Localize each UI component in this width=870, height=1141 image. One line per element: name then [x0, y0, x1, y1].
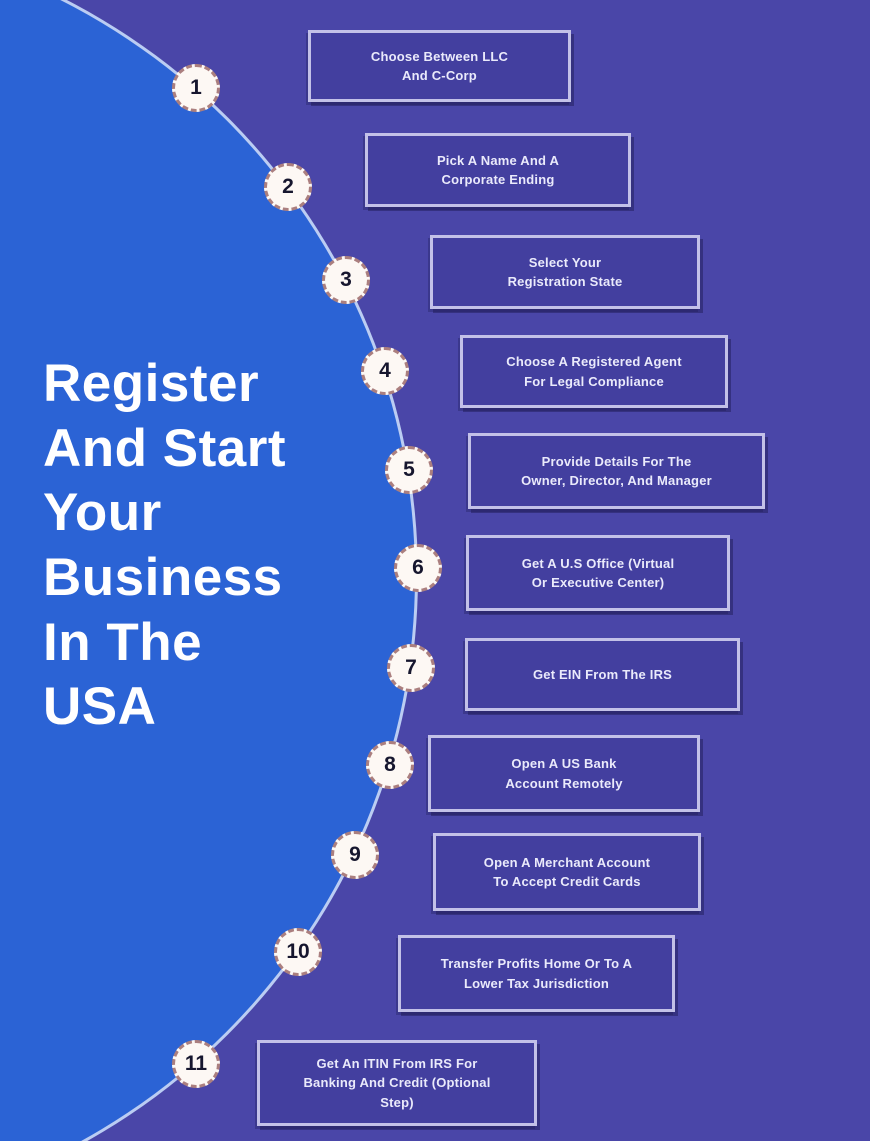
- step-marker-7: 7: [387, 644, 435, 692]
- step-label-1: Choose Between LLC And C-Corp: [370, 48, 509, 84]
- step-box-8: Open A US Bank Account Remotely: [428, 735, 700, 812]
- step-marker-9: 9: [331, 831, 379, 879]
- step-marker-4: 4: [361, 347, 409, 395]
- step-box-1: Choose Between LLC And C-Corp: [308, 30, 571, 102]
- step-label-8: Open A US Bank Account Remotely: [505, 756, 623, 791]
- step-box-11: Get An ITIN From IRS For Banking And Cre…: [257, 1040, 537, 1126]
- poster-title: Register And Start Your Business In The …: [43, 354, 286, 737]
- step-box-3: Select Your Registration State: [430, 235, 700, 309]
- step-box-10: Transfer Profits Home Or To A Lower Tax …: [398, 935, 675, 1012]
- step-box-4: Choose A Registered Agent For Legal Comp…: [460, 335, 728, 408]
- step-box-9: Open A Merchant Account To Accept Credit…: [433, 833, 701, 911]
- step-marker-2: 2: [264, 163, 312, 211]
- step-label-5: Provide Details For The Owner, Director,…: [521, 453, 712, 489]
- step-marker-6: 6: [394, 544, 442, 592]
- step-marker-11: 11: [172, 1040, 220, 1088]
- step-marker-5: 5: [385, 446, 433, 494]
- step-label-3: Select Your Registration State: [507, 254, 623, 290]
- step-box-6: Get A U.S Office (Virtual Or Executive C…: [466, 535, 730, 611]
- step-box-7: Get EIN From The IRS: [465, 638, 740, 711]
- step-label-2: Pick A Name And A Corporate Ending: [436, 152, 560, 188]
- step-label-6: Get A U.S Office (Virtual Or Executive C…: [521, 555, 675, 591]
- step-marker-1: 1: [172, 64, 220, 112]
- step-marker-3: 3: [322, 256, 370, 304]
- step-label-4: Choose A Registered Agent For Legal Comp…: [506, 354, 682, 389]
- step-label-10: Transfer Profits Home Or To A Lower Tax …: [440, 956, 633, 991]
- step-marker-10: 10: [274, 928, 322, 976]
- step-box-2: Pick A Name And A Corporate Ending: [365, 133, 631, 207]
- step-box-5: Provide Details For The Owner, Director,…: [468, 433, 765, 509]
- step-label-11: Get An ITIN From IRS For Banking And Cre…: [303, 1055, 491, 1110]
- step-label-7: Get EIN From The IRS: [532, 666, 673, 682]
- step-marker-8: 8: [366, 741, 414, 789]
- step-label-9: Open A Merchant Account To Accept Credit…: [483, 854, 651, 890]
